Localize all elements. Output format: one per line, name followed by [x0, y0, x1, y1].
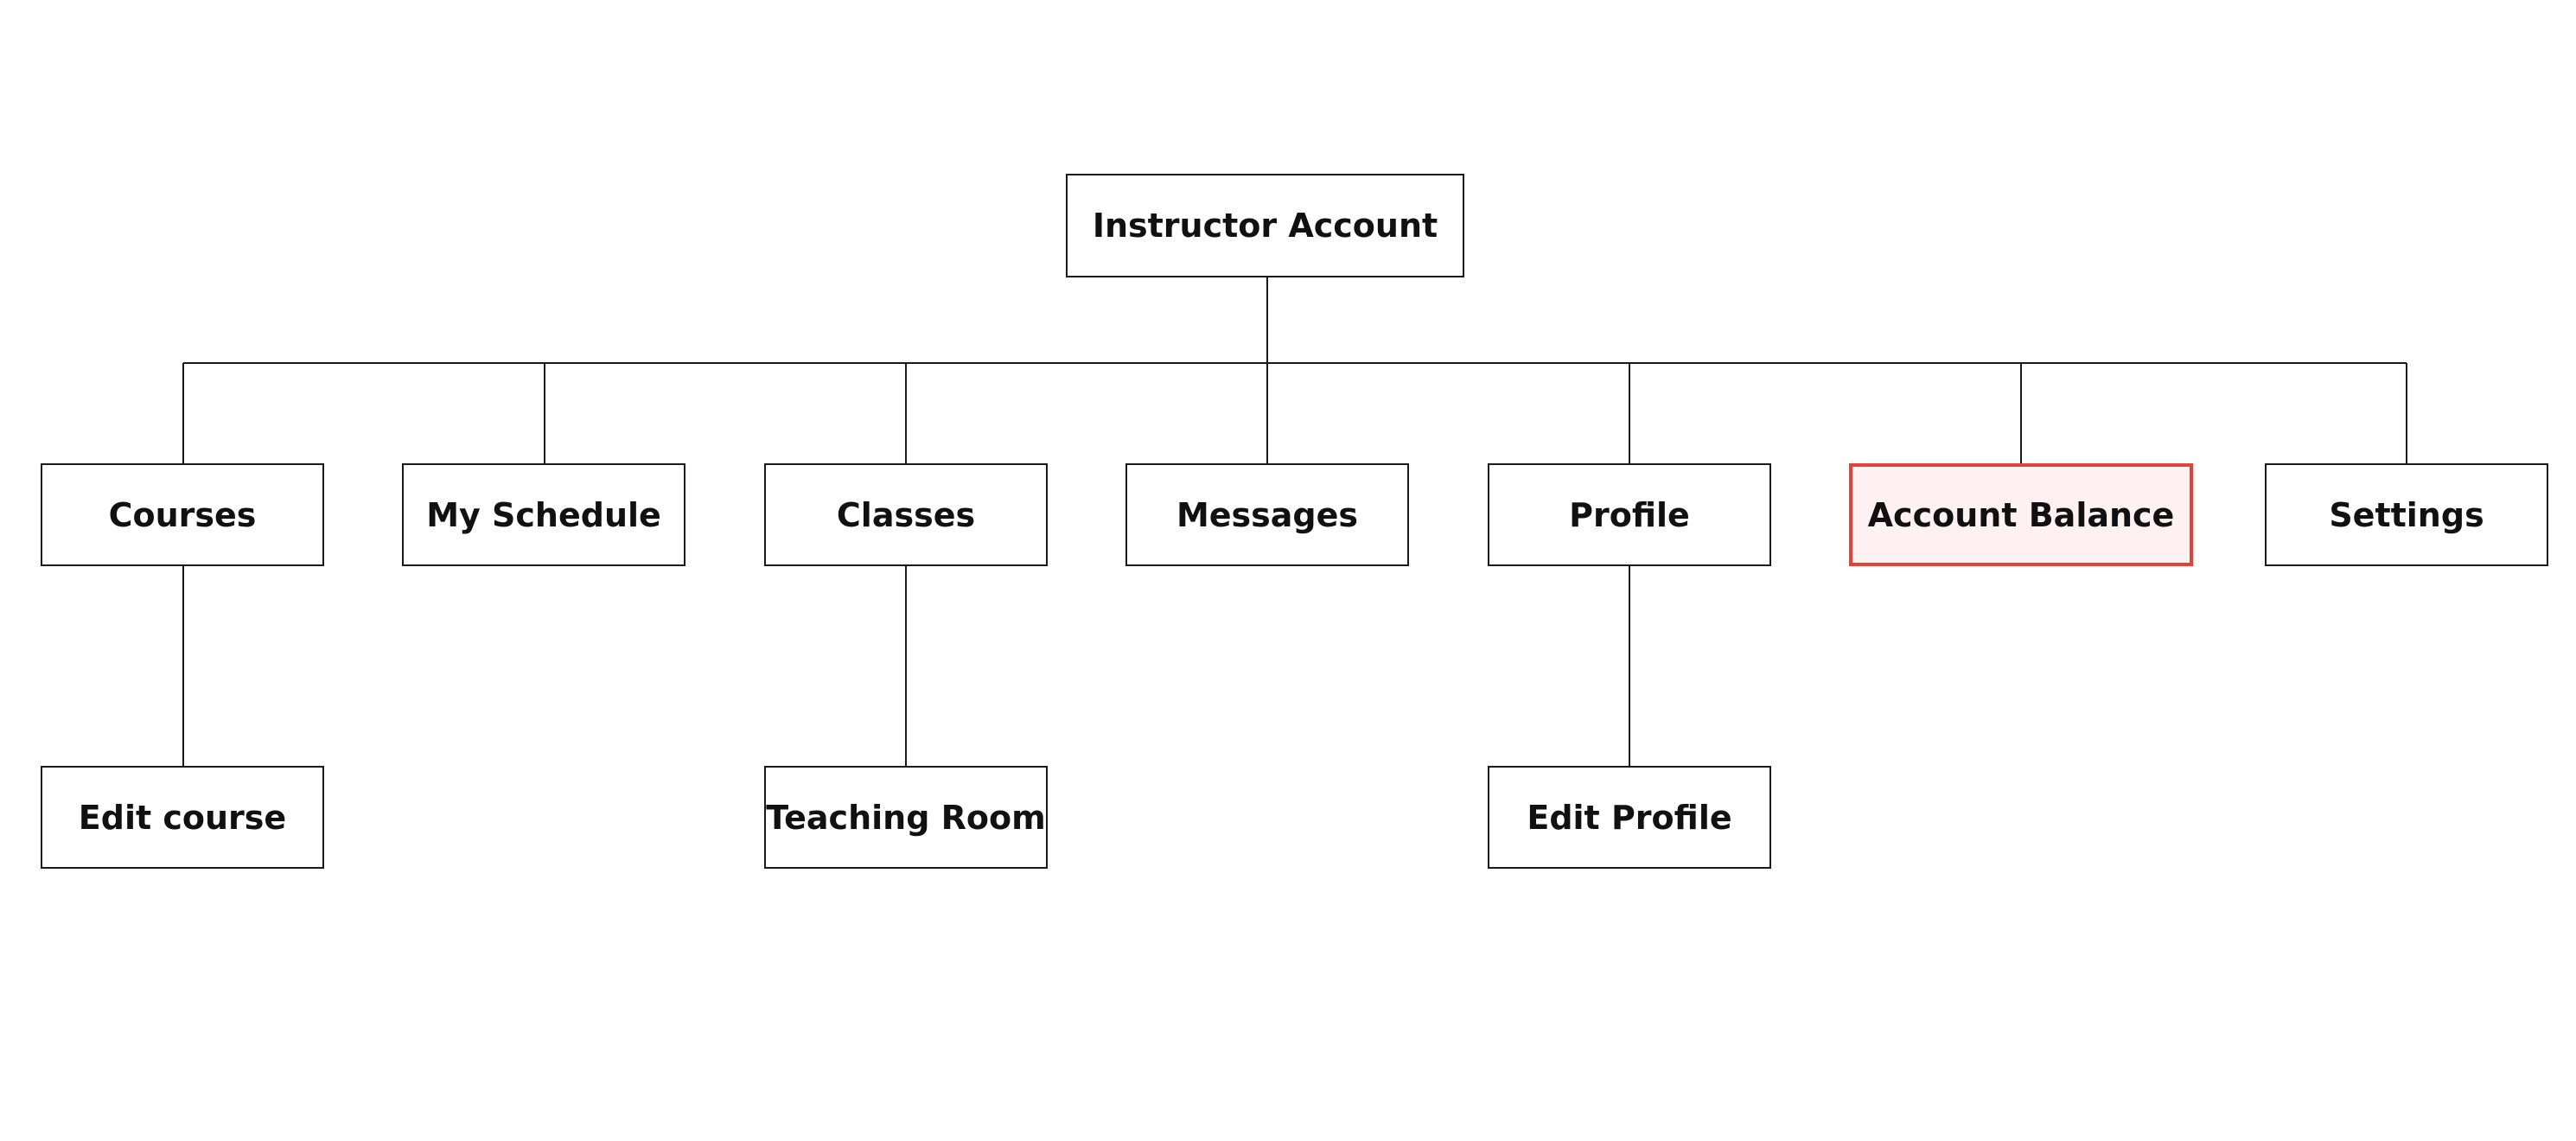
node-teaching-room[interactable]: Teaching Room	[764, 766, 1048, 869]
node-settings[interactable]: Settings	[2265, 463, 2548, 566]
node-classes[interactable]: Classes	[764, 463, 1048, 566]
node-my-schedule[interactable]: My Schedule	[402, 463, 685, 566]
node-profile[interactable]: Profile	[1488, 463, 1771, 566]
node-label: Edit course	[78, 798, 287, 837]
node-label: Teaching Room	[766, 798, 1046, 837]
node-label: Account Balance	[1867, 495, 2175, 534]
node-label: My Schedule	[426, 495, 661, 534]
node-account-balance[interactable]: Account Balance	[1849, 463, 2193, 566]
node-label: Instructor Account	[1092, 207, 1438, 245]
node-label: Courses	[108, 495, 257, 534]
node-label: Settings	[2329, 495, 2484, 534]
node-messages[interactable]: Messages	[1125, 463, 1409, 566]
node-label: Profile	[1569, 495, 1690, 534]
node-courses[interactable]: Courses	[41, 463, 324, 566]
node-edit-profile[interactable]: Edit Profile	[1488, 766, 1771, 869]
node-label: Messages	[1176, 495, 1359, 534]
node-label: Classes	[836, 495, 976, 534]
node-instructor-account[interactable]: Instructor Account	[1066, 174, 1464, 277]
node-edit-course[interactable]: Edit course	[41, 766, 324, 869]
node-label: Edit Profile	[1527, 798, 1732, 837]
